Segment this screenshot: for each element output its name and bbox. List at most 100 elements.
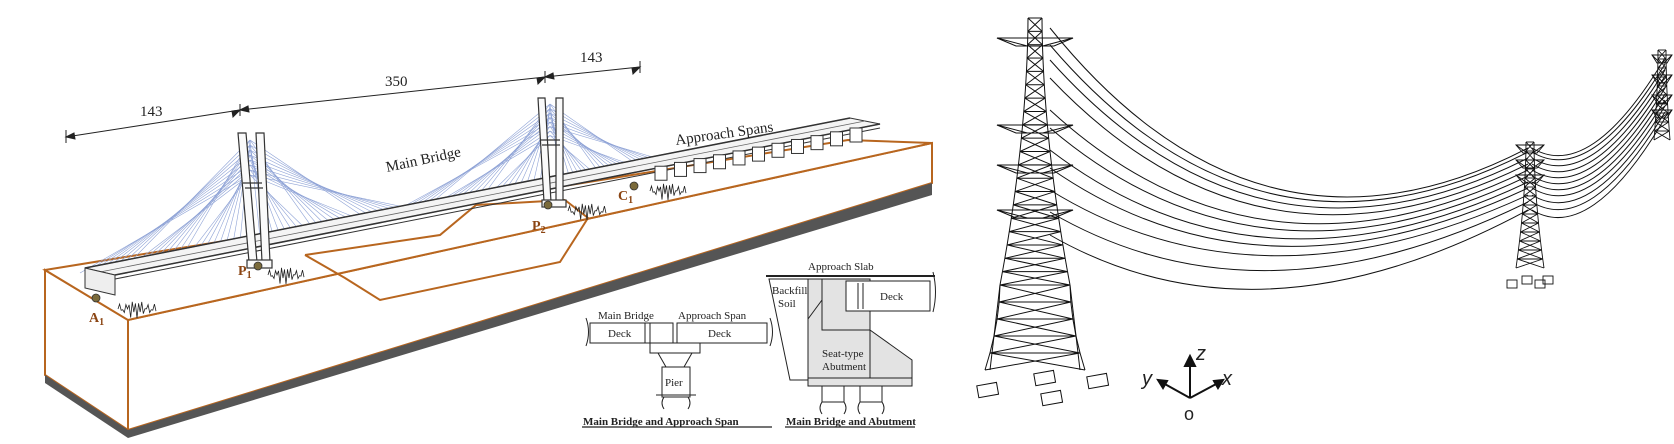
tower-arm (1651, 109, 1673, 119)
tower-arm (1515, 144, 1545, 154)
tower-footing (976, 381, 1000, 399)
tower-member (1011, 217, 1061, 233)
detail-pier-caption: Main Bridge and Approach Span (583, 416, 739, 428)
conductor-line (1049, 189, 1529, 257)
tower-member (1523, 186, 1525, 197)
stay-cable (549, 126, 661, 160)
stay-cable (401, 121, 551, 211)
tower-member (1054, 191, 1058, 205)
tower-member (1537, 213, 1539, 224)
marker-a1 (91, 293, 101, 303)
approach-pier (693, 158, 707, 174)
stay-cable (549, 112, 646, 163)
tower-member (1021, 137, 1051, 152)
detail-abutment-backfill: Backfill (772, 285, 807, 297)
stay-cable (107, 154, 251, 268)
detail-abutment-approach-slab: Approach Slab (808, 261, 874, 273)
tower-member (989, 335, 995, 354)
tower-member (1023, 111, 1048, 126)
tower-member (1008, 218, 1012, 232)
stay-cable (249, 159, 287, 233)
stay-cable (549, 121, 580, 176)
tower-member (1001, 258, 1006, 272)
stay-cable (394, 126, 551, 212)
tower-member (1042, 58, 1045, 72)
conductor-line (1049, 167, 1529, 247)
tower-member (1653, 130, 1670, 141)
tower-member (1655, 103, 1657, 114)
tower-member (1535, 195, 1538, 206)
tower-member (1521, 213, 1538, 224)
conductor-line (1049, 127, 1529, 232)
stay-cable (249, 169, 404, 210)
tower-member (1019, 151, 1052, 166)
tower-member (1024, 84, 1045, 99)
axis-x-label: x (1221, 368, 1233, 390)
tower-member (1522, 195, 1537, 206)
tower-member (1042, 164, 1074, 174)
tower-member (1525, 150, 1535, 161)
point-p2: P2 (532, 219, 546, 236)
seismic-trace (649, 183, 687, 201)
tower-member (1014, 178, 1018, 192)
tower-member (1069, 284, 1072, 303)
stay-cable (549, 121, 656, 161)
tower-member (1656, 76, 1667, 87)
detail-abutment (766, 271, 936, 428)
detail-pier-deck-right: Deck (708, 328, 732, 340)
approach-piers (654, 127, 863, 181)
tower-member (1023, 98, 1026, 112)
stay-cable (549, 117, 651, 162)
tower-member (1006, 231, 1010, 246)
tower-member (1018, 164, 1054, 179)
tower-footing (1033, 369, 1057, 387)
tower-member (1651, 94, 1661, 104)
marker-p1 (253, 261, 263, 271)
conductor-line (1049, 59, 1529, 209)
tower-member (984, 352, 991, 371)
tower-member (1025, 70, 1044, 86)
tower-member (1667, 103, 1669, 114)
tower-member (1042, 124, 1074, 134)
tower-member (1516, 249, 1519, 260)
tower-member (1532, 159, 1545, 169)
tower-member (1021, 124, 1048, 139)
bridge-panel: 143 350 143 Main Bridge Approach Spans A… (42, 50, 936, 438)
detail-abutment-abutment: Abutment (822, 361, 866, 373)
tower-member (1519, 231, 1521, 242)
tower-member (997, 301, 1071, 320)
tower-member (1515, 144, 1528, 154)
site-markers (91, 181, 639, 303)
tower-member (1070, 301, 1074, 320)
tower-leg (1069, 284, 1081, 371)
tower-member (1075, 335, 1081, 354)
approach-pier (654, 165, 668, 181)
tower-footing (1040, 389, 1064, 407)
tower-arm (1651, 94, 1673, 104)
tower-member (1058, 218, 1062, 232)
seismic-traces (117, 183, 687, 319)
approach-pier (752, 146, 765, 162)
conductor-line (1531, 117, 1666, 219)
tower-arm (996, 209, 1074, 219)
tower-member (993, 318, 1073, 337)
transmission-panel: z y x o (976, 17, 1673, 424)
tower-member (1536, 204, 1539, 215)
tower-member (1651, 74, 1661, 84)
conductor-line (1049, 201, 1529, 272)
tower-member (1022, 124, 1049, 139)
tower-footing (1542, 275, 1554, 285)
approach-pier (849, 127, 863, 143)
tower-footing (1086, 372, 1110, 390)
tower-member (996, 164, 1028, 174)
tower-member (1524, 168, 1535, 179)
tower-member (1515, 258, 1543, 269)
tower-member (996, 209, 1028, 219)
detail-abutment-seat-type: Seat-type (822, 348, 864, 360)
tower-member (1667, 112, 1670, 123)
tower-member (1523, 186, 1536, 197)
approach-pier (674, 161, 687, 177)
conductor-line (1049, 209, 1529, 290)
stay-cable (249, 174, 358, 219)
